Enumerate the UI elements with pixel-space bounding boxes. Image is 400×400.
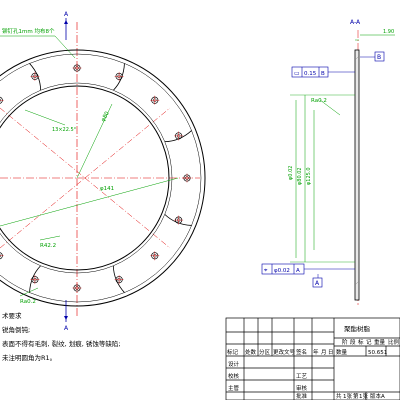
tech-notes-title: 术要求	[2, 311, 22, 320]
hdr-change: 更改文号	[273, 348, 296, 356]
rivet-holes	[0, 63, 192, 293]
thickness-value: 1.90	[383, 29, 394, 35]
marking-label: 标	[358, 338, 364, 346]
flatness-symbol: ▭	[294, 70, 300, 77]
hdr-date: 年	[313, 348, 319, 356]
segment-divider	[112, 265, 125, 293]
section-hatch-1	[354, 55, 360, 61]
section-view: A-A 1.90 B ▭ 0.15 B φ0.02 φ80.02 φ125.0	[261, 19, 395, 305]
datum-a-box	[312, 277, 323, 288]
flatness-ref: B	[321, 71, 325, 77]
row-process: 工艺	[296, 373, 308, 380]
section-radius-label: Ra0.2	[311, 98, 327, 104]
title-block	[225, 317, 400, 400]
ring-inner-edge-2	[0, 82, 173, 274]
tech-note-2: 表面不得有毛刺, 裂纹, 划痕, 锈蚀等缺陷;	[2, 339, 121, 348]
part-name: 聚酯树脂	[344, 324, 371, 333]
ring-outer-edge-2	[0, 53, 202, 303]
row-check: 校核	[228, 372, 240, 380]
datum-b: B	[377, 54, 381, 61]
datum-b-box	[374, 51, 385, 62]
hdr-mark: 标记	[227, 348, 239, 356]
hole-note: 铆钉孔1mm 均布8个	[2, 27, 55, 35]
title-block-frame	[225, 317, 400, 400]
section-arrow-bottom	[64, 316, 68, 320]
hdr-zone: 分区	[259, 348, 271, 356]
segment-divider	[164, 214, 192, 226]
stage-label: 阶	[342, 338, 348, 346]
hdr-day: 日	[328, 349, 334, 356]
hdr-count: 处数	[245, 348, 257, 356]
version: 版本A	[370, 392, 385, 400]
section-title: A-A	[350, 19, 361, 26]
radius-leader-1	[39, 235, 61, 241]
angle-label: 13×22.5°	[52, 127, 77, 133]
ring-outer-edge	[0, 49, 206, 307]
front-view: A A 铆钉孔1mm 均布8个 13×22.5° φ141 φ80 R42.2 …	[0, 11, 206, 332]
segment-divider	[113, 63, 125, 91]
row-design: 设计	[228, 360, 240, 368]
datum-a: A	[315, 280, 320, 287]
dia-line-80	[76, 103, 113, 179]
section-arrow-top	[64, 20, 68, 24]
section-mark-bottom: A	[64, 325, 69, 332]
radius-leader-2	[19, 287, 39, 297]
scale-label: 比例	[388, 338, 400, 346]
tech-note-1: 锐角倒钝;	[2, 325, 30, 334]
radius-label-2: Ra0.2	[20, 299, 36, 305]
section-mark-top: A	[64, 11, 69, 18]
dim-label-2: φ80.02	[297, 167, 303, 185]
segment-divider	[164, 130, 192, 143]
position-symbol: ⌖	[264, 267, 268, 274]
title-block-text: 聚酯树脂 标记 处数 分区 更改文号 签名 年 月 日 设计 校核 主管 工艺 …	[227, 324, 400, 400]
hdr-month: 月	[321, 349, 327, 356]
angle-leader	[24, 109, 66, 126]
row-supervise: 主管	[228, 384, 240, 392]
segment-divider	[29, 63, 42, 91]
position-ref: A	[296, 268, 300, 274]
centerline-diagonal-2	[0, 107, 171, 249]
radius-label-1: R42.2	[40, 243, 56, 249]
dim-label-1: φ0.02	[288, 166, 294, 180]
ring-inner-edge	[0, 85, 170, 271]
hdr-sign: 签名	[296, 348, 307, 356]
row-review: 审核	[296, 384, 308, 392]
position-tol: φ0.02	[274, 268, 290, 274]
segment-dividers	[29, 63, 192, 293]
section-profile	[354, 49, 360, 301]
row-approve: 批准	[296, 392, 308, 400]
dia-label-80: φ80	[100, 110, 111, 123]
section-radius-leader	[319, 99, 341, 116]
weight-value: 50.651	[368, 350, 387, 356]
hole-note-leader-2	[54, 35, 76, 59]
section-hatch-2	[354, 280, 360, 286]
weight-label: 重量	[374, 338, 386, 346]
dia-line-141	[0, 177, 179, 227]
stage-label-2: 段	[350, 338, 356, 346]
dia-label-141: φ141	[100, 186, 114, 192]
tech-notes: 术要求 锐角倒钝; 表面不得有毛刺, 裂纹, 划痕, 锈蚀等缺陷; 未注明圆角为…	[2, 311, 121, 362]
sheet-text: 共	[336, 392, 342, 400]
marking-label-2: 记	[366, 339, 372, 346]
quantity-label: 数量	[336, 348, 348, 356]
sheet-no: 第	[353, 392, 359, 400]
dim-label-3: φ125.0	[306, 167, 312, 185]
sheet-curr: 1张	[359, 392, 368, 400]
sheet-total: 1张	[343, 392, 352, 400]
flatness-value: 0.15	[304, 71, 317, 77]
tech-note-3: 未注明圆角为R1。	[2, 353, 56, 362]
segment-divider	[29, 265, 41, 293]
